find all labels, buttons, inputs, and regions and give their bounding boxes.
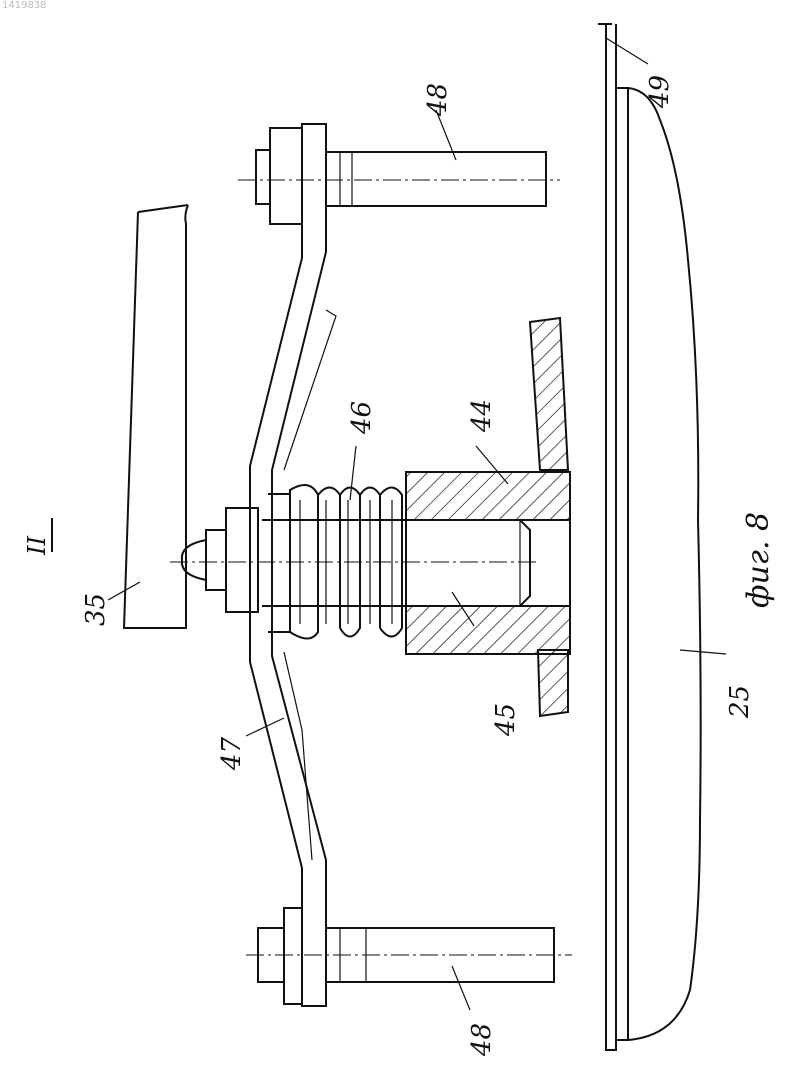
label-45: 45 (491, 703, 521, 737)
label-48-bottom: 48 (467, 1023, 497, 1057)
part-25-base-plate (598, 24, 701, 1050)
part-45-pin (262, 520, 530, 606)
section-mark-text: II (23, 536, 51, 556)
label-48-top: 48 (423, 83, 453, 117)
label-47: 47 (217, 736, 247, 771)
part-44-bushing (406, 472, 570, 654)
label-35: 35 (81, 593, 111, 626)
label-25: 25 (725, 685, 755, 719)
label-49: 49 (645, 75, 675, 109)
label-44: 44 (467, 399, 497, 433)
figure-caption: фиг. 8 (741, 512, 776, 608)
watermark-text: 1419838 (2, 0, 47, 11)
label-46: 46 (347, 401, 377, 435)
section-mark: II (23, 518, 52, 556)
part-35-bar (124, 205, 188, 628)
part-48-bolt-bottom (258, 908, 554, 1004)
center-nut-bolt (182, 508, 258, 612)
part-48-bolt-top (256, 128, 546, 224)
part-47-bracket (250, 124, 336, 1006)
